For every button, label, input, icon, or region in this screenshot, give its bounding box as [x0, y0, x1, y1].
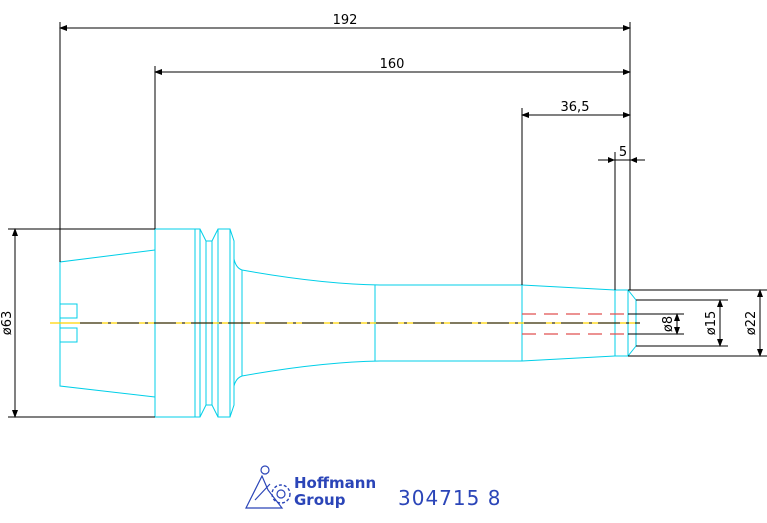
- hoffmann-group-logo-icon: [245, 465, 291, 509]
- brand-name-line1: Hoffmann: [294, 474, 376, 492]
- dimension-192-label: 192: [333, 13, 358, 28]
- dimension-tip-length: 5: [598, 145, 645, 290]
- dimension-d22-label: ø22: [744, 311, 759, 336]
- tool-holder-outline: [59, 228, 637, 418]
- part-number: 304715 8: [398, 486, 501, 510]
- dimension-flange-diameter: ø63: [0, 228, 155, 418]
- dimension-d63-label: ø63: [0, 311, 15, 336]
- brand-name-line2: Group: [294, 491, 346, 509]
- dimension-nose-length: 36,5: [521, 100, 631, 285]
- dimension-nose-diameter: ø22: [628, 289, 767, 357]
- dimension-tip-diameter: ø15: [636, 299, 728, 347]
- dimension-160-label: 160: [380, 57, 405, 72]
- dimension-36-5-label: 36,5: [561, 100, 590, 115]
- dimension-d15-label: ø15: [704, 311, 719, 336]
- hidden-bore-lines: [522, 313, 628, 335]
- dimension-bore-diameter: ø8: [628, 313, 684, 335]
- dimension-5-label: 5: [619, 145, 627, 160]
- dimension-d8-label: ø8: [661, 316, 676, 332]
- dimension-shank-length: 160: [154, 57, 631, 229]
- dimension-overall-length: 192: [59, 13, 631, 290]
